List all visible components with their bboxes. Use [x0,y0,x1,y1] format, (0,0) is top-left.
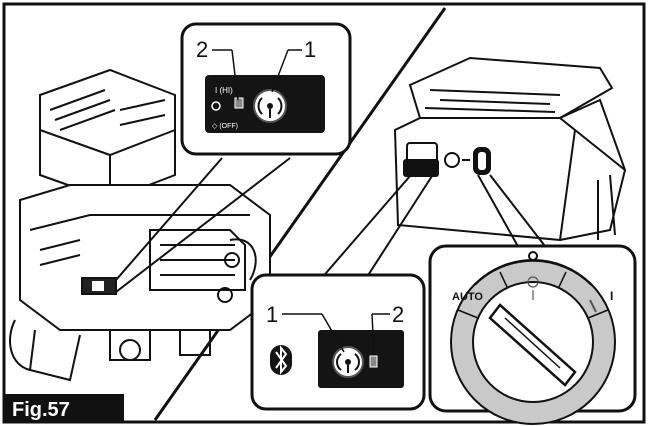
leader-right-a [319,175,411,281]
off-mark: ◇ (OFF) [212,123,238,130]
bottom-callout-num-1: 1 [266,302,278,327]
tool-switch-button [92,281,104,291]
dial-callout-box: AUTO I [428,244,637,425]
right-device-illustration [393,56,627,242]
left-callout-box: I (HI) ◇ (OFF) 2 1 [180,22,352,156]
mode-icon [211,101,221,111]
dial-on-label: I [610,289,613,303]
figure-label: Fig.57 [12,399,70,421]
wireless-button-icon[interactable] [332,346,364,378]
bottom-callout-box: 1 2 [250,273,426,411]
wireless-button-icon[interactable] [253,89,287,123]
leader-right-d [489,174,549,251]
dial-knob-icon[interactable] [488,303,577,387]
bluetooth-icon [270,345,292,375]
leader-left-a [115,157,223,281]
dial-auto-label: AUTO [452,291,483,303]
led-indicator-icon [369,355,378,368]
leader-right-c [477,174,521,251]
figure-label-bg [4,394,124,422]
left-callout-num-2: 2 [196,37,208,62]
leader-left-b [115,157,291,293]
divider-line [153,7,447,421]
left-callout-num-1: 1 [304,37,316,62]
leader-right-b [364,175,433,281]
dial-reference-mark [528,251,538,261]
led-indicator-icon [234,97,244,109]
bottom-callout-num-2: 2 [392,302,404,327]
hi-mark: I (HI) [215,86,233,95]
